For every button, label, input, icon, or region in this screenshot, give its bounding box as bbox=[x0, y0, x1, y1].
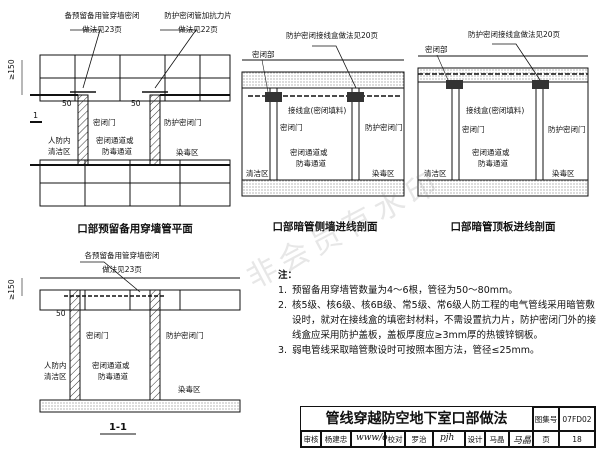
plan-callout-left-1: 备预留备用管穿墙密闭 bbox=[65, 10, 140, 20]
top-door-2: 防护密闭门 bbox=[548, 124, 586, 134]
side-label-box: 接线盒(密闭填料) bbox=[288, 105, 346, 115]
title-block-check-name: 罗治 bbox=[405, 431, 433, 447]
section-room-right: 染毒区 bbox=[178, 384, 201, 394]
note-item: 2. 核5级、核6级、核6B级、常5级、常6级人防工程的电气管线采用暗管敷设时，… bbox=[278, 298, 596, 343]
title-block: 管线穿越防空地下室口部做法 图集号 07FD02 审核 杨建忠 www/o 校对… bbox=[300, 406, 596, 448]
notes-title: 注： bbox=[278, 270, 298, 281]
section-dim-50: 50 bbox=[56, 309, 66, 318]
plan-dim-height: ≥150 bbox=[7, 59, 16, 80]
plan-corridor: 密闭通道或防毒通道 bbox=[96, 135, 134, 156]
plan-callout-right-2: 做法见22页 bbox=[178, 24, 218, 34]
plan-section-mark: 1 bbox=[33, 111, 38, 120]
note-item: 1. 预留备用穿墙管数量为4～6根，管径为50～80mm。 bbox=[278, 283, 596, 298]
title-block-atlas-no: 07FD02 bbox=[559, 407, 595, 431]
side-slab-bottom bbox=[241, 179, 405, 197]
top-box-left bbox=[446, 80, 463, 89]
plan-callout-left-2: 做法见23页 bbox=[82, 24, 122, 34]
side-label-door: 密闭部 bbox=[252, 49, 275, 59]
section-callout-1: 各预留备用管穿墙密闭 bbox=[85, 250, 160, 260]
plan-wall-left bbox=[77, 94, 89, 166]
title-block-review-name: 杨建忠 bbox=[321, 431, 351, 447]
section-title: 1-1 bbox=[109, 422, 127, 433]
plan-room-left: 人防内清洁区 bbox=[48, 135, 71, 156]
plan-masonry bbox=[39, 54, 231, 207]
notes-block: 注： 1. 预留备用穿墙管数量为4～6根，管径为50～80mm。 2. 核5级、… bbox=[278, 268, 596, 358]
side-title: 口部暗管侧墙进线剖面 bbox=[273, 220, 378, 233]
section-1-1-view: 各预留备用管穿墙密闭 做法见23页 ≥150 50 密闭门 防护密闭门 密闭通道… bbox=[7, 250, 241, 435]
side-wall-left bbox=[269, 87, 278, 181]
section-wall-left bbox=[69, 289, 81, 401]
section-door-2: 防护密闭门 bbox=[166, 330, 204, 340]
side-callout: 防护密闭接线盒做法见20页 bbox=[286, 30, 379, 40]
side-slab-top bbox=[241, 71, 405, 89]
top-title: 口部暗管顶板进线剖面 bbox=[451, 220, 556, 233]
title-block-page-label: 页 bbox=[533, 431, 559, 447]
title-block-design-label: 设计 bbox=[465, 431, 485, 447]
top-callout: 防护密闭接线盒做法见20页 bbox=[468, 29, 561, 39]
title-block-atlas-label: 图集号 bbox=[533, 407, 559, 431]
title-block-review-signature: www/o bbox=[351, 431, 388, 447]
note-number: 3. bbox=[278, 345, 288, 356]
top-wall-right bbox=[535, 81, 544, 181]
side-section-view: 防护密闭接线盒做法见20页 密闭部 接线盒(密闭填料) 密闭门 防护密闭门 密闭… bbox=[241, 30, 405, 233]
title-block-design-signature: 马晶 bbox=[509, 431, 533, 447]
title-block-page-no: 18 bbox=[559, 431, 595, 447]
top-wall-left bbox=[451, 81, 460, 181]
side-box-right bbox=[347, 92, 364, 102]
side-room-right: 染毒区 bbox=[372, 168, 395, 178]
side-corridor: 密闭通道或防毒通道 bbox=[290, 147, 328, 168]
section-callout-2: 做法见23页 bbox=[102, 264, 142, 274]
plan-room-right: 染毒区 bbox=[176, 147, 199, 157]
note-text: 预留备用穿墙管数量为4～6根，管径为50～80mm。 bbox=[292, 285, 518, 296]
section-wall-right bbox=[149, 289, 161, 401]
section-corridor: 密闭通道或防毒通道 bbox=[92, 360, 130, 381]
title-block-check-label: 校对 bbox=[385, 431, 405, 447]
title-block-review-label: 审核 bbox=[301, 431, 321, 447]
title-block-check-signature: pjh bbox=[433, 431, 465, 447]
section-dim-height: ≥150 bbox=[7, 279, 16, 300]
top-slab-bottom bbox=[417, 179, 589, 197]
title-block-design-name: 马晶 bbox=[485, 431, 509, 447]
top-label-box: 接线盒(密闭填料) bbox=[466, 105, 524, 115]
side-door-1: 密闭门 bbox=[280, 122, 303, 132]
side-wall-right bbox=[351, 87, 360, 181]
top-section-view: 防护密闭接线盒做法见20页 密闭部 接线盒(密闭填料) 密闭门 防护密闭门 密闭… bbox=[417, 29, 589, 233]
side-room-left: 清洁区 bbox=[246, 168, 269, 178]
plan-title: 口部预留备用穿墙管平面 bbox=[77, 222, 193, 235]
plan-callout-right-1: 防护密闭管加抗力片 bbox=[164, 10, 232, 20]
plan-dim-50a: 50 bbox=[62, 99, 72, 108]
note-text: 弱电管线采取暗管敷设时可按照本图方法，管径≤25mm。 bbox=[292, 345, 540, 356]
section-masonry bbox=[39, 277, 241, 311]
section-room-left: 人防内清洁区 bbox=[44, 360, 67, 381]
top-door-1: 密闭门 bbox=[462, 124, 485, 134]
plan-door-1: 密闭门 bbox=[93, 117, 116, 127]
plan-dim-50b: 50 bbox=[131, 99, 141, 108]
note-number: 2. bbox=[278, 300, 288, 311]
plan-door-2: 防护密闭门 bbox=[164, 117, 202, 127]
top-room-left: 清洁区 bbox=[424, 168, 447, 178]
side-door-2: 防护密闭门 bbox=[365, 122, 403, 132]
title-block-main-title: 管线穿越防空地下室口部做法 bbox=[301, 407, 533, 431]
top-box-right bbox=[532, 80, 549, 89]
plan-wall-right bbox=[149, 94, 161, 166]
top-label-door: 密闭部 bbox=[425, 44, 448, 54]
side-box-left bbox=[265, 92, 282, 102]
note-item: 3. 弱电管线采取暗管敷设时可按照本图方法，管径≤25mm。 bbox=[278, 343, 596, 358]
top-corridor: 密闭通道或防毒通道 bbox=[472, 147, 510, 168]
section-door-1: 密闭门 bbox=[86, 330, 109, 340]
plan-view: 备预留备用管穿墙密闭 做法见23页 防护密闭管加抗力片 做法见22页 ≥150 … bbox=[7, 10, 232, 235]
note-number: 1. bbox=[278, 285, 288, 296]
top-room-right: 染毒区 bbox=[552, 168, 575, 178]
note-text: 核5级、核6级、核6B级、常5级、常6级人防工程的电气管线采用暗管敷设时，就对在… bbox=[292, 300, 597, 341]
section-floor bbox=[39, 399, 241, 413]
